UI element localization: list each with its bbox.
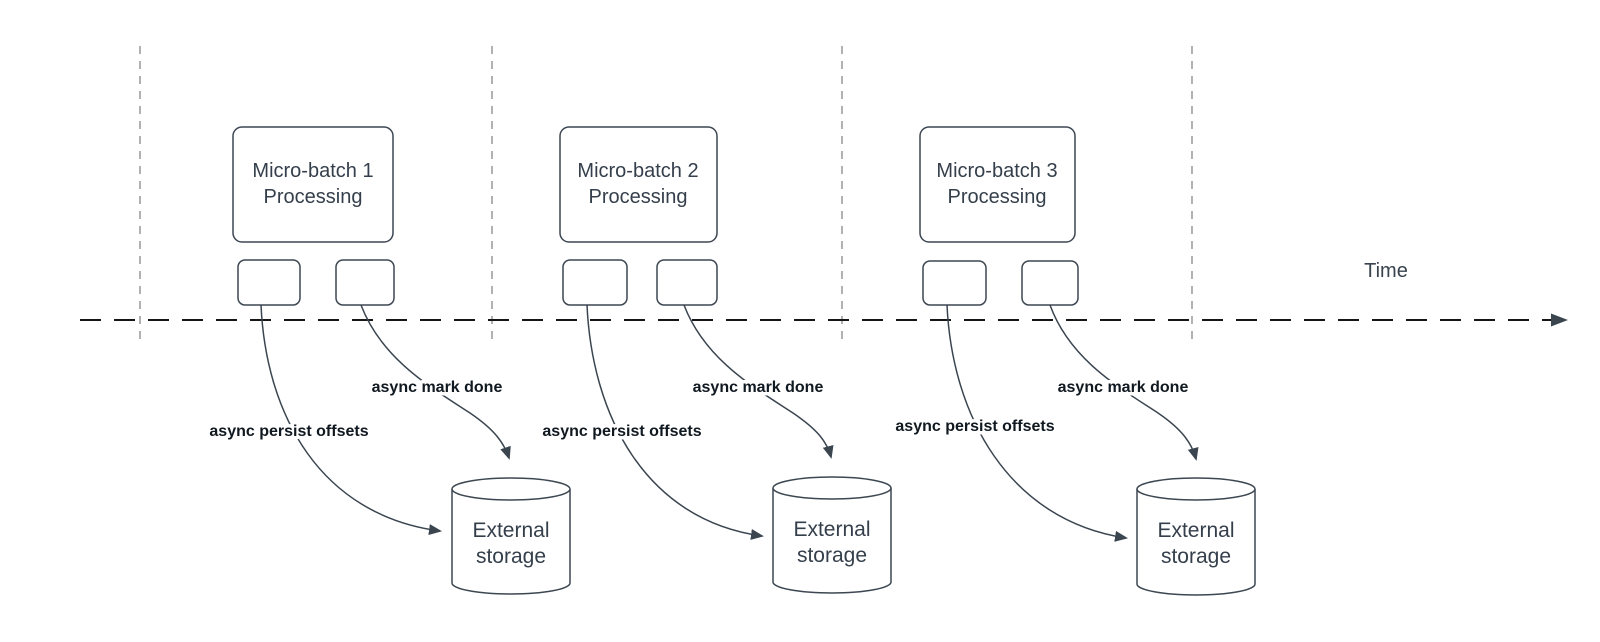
batch-1-title-line1: Micro-batch 1	[252, 160, 373, 182]
batch-1-persist-offsets-label: async persist offsets	[209, 423, 368, 440]
cylinder-top	[451, 477, 571, 501]
batch-3-processing-box	[919, 126, 1076, 243]
batch-3-persist-offsets-arrow	[946, 304, 1128, 542]
batch-3-title-line1: Micro-batch 3	[936, 160, 1057, 182]
batch-2-processing-box	[559, 126, 718, 243]
batch-1-title-line2: Processing	[264, 186, 363, 208]
batch-3-external-storage-cylinder: External storage	[1136, 477, 1256, 596]
batch-1-persist-offsets-arrow	[260, 304, 442, 535]
batch-3-persist-offsets-label: async persist offsets	[895, 418, 1054, 435]
batch-1-storage-line1: External	[472, 519, 549, 542]
batch-3-storage-line1: External	[1157, 519, 1234, 542]
batch-2-title-line1: Micro-batch 2	[577, 160, 698, 182]
batch-2-title-line2: Processing	[589, 186, 688, 208]
batch-1-mark-done-arrow	[360, 304, 511, 460]
batch-3-storage-line2: storage	[1161, 545, 1231, 568]
batch-2-task-box-1	[562, 259, 628, 306]
time-axis-label: Time	[1364, 260, 1408, 282]
batch-3-task-box-1	[922, 260, 987, 306]
batch-1-task-box-1	[237, 259, 301, 306]
batch-1-task-box-2	[335, 259, 395, 306]
batch-1-mark-done-label: async mark done	[372, 379, 503, 396]
batch-2-storage-line1: External	[793, 518, 870, 541]
batch-2-persist-offsets-arrow	[586, 304, 764, 540]
batch-2-task-box-2	[656, 259, 718, 306]
cylinder-top	[1136, 477, 1256, 501]
batch-1-processing-box	[232, 126, 394, 243]
batch-3-task-box-2	[1021, 260, 1079, 306]
micro-batch-group-1: Micro-batch 1 Processing async persist o…	[206, 126, 571, 595]
batch-1-external-storage-cylinder: External storage	[451, 477, 571, 595]
batch-3-mark-done-arrow	[1049, 304, 1199, 461]
cylinder-top	[772, 476, 892, 500]
batch-2-persist-offsets-label: async persist offsets	[542, 423, 701, 440]
batch-2-storage-line2: storage	[797, 544, 867, 567]
batch-3-mark-done-label: async mark done	[1058, 379, 1189, 396]
micro-batch-group-3: Micro-batch 3 Processing async persist o…	[892, 126, 1256, 596]
micro-batch-group-2: Micro-batch 2 Processing async persist o…	[539, 126, 892, 594]
batch-2-mark-done-arrow	[683, 304, 834, 459]
batch-2-mark-done-label: async mark done	[693, 379, 824, 396]
cylinder-body	[451, 489, 571, 595]
batch-3-title-line2: Processing	[948, 186, 1047, 208]
batch-1-storage-line2: storage	[476, 545, 546, 568]
cylinder-body	[1136, 489, 1256, 596]
cylinder-body	[772, 488, 892, 594]
batch-2-external-storage-cylinder: External storage	[772, 476, 892, 594]
